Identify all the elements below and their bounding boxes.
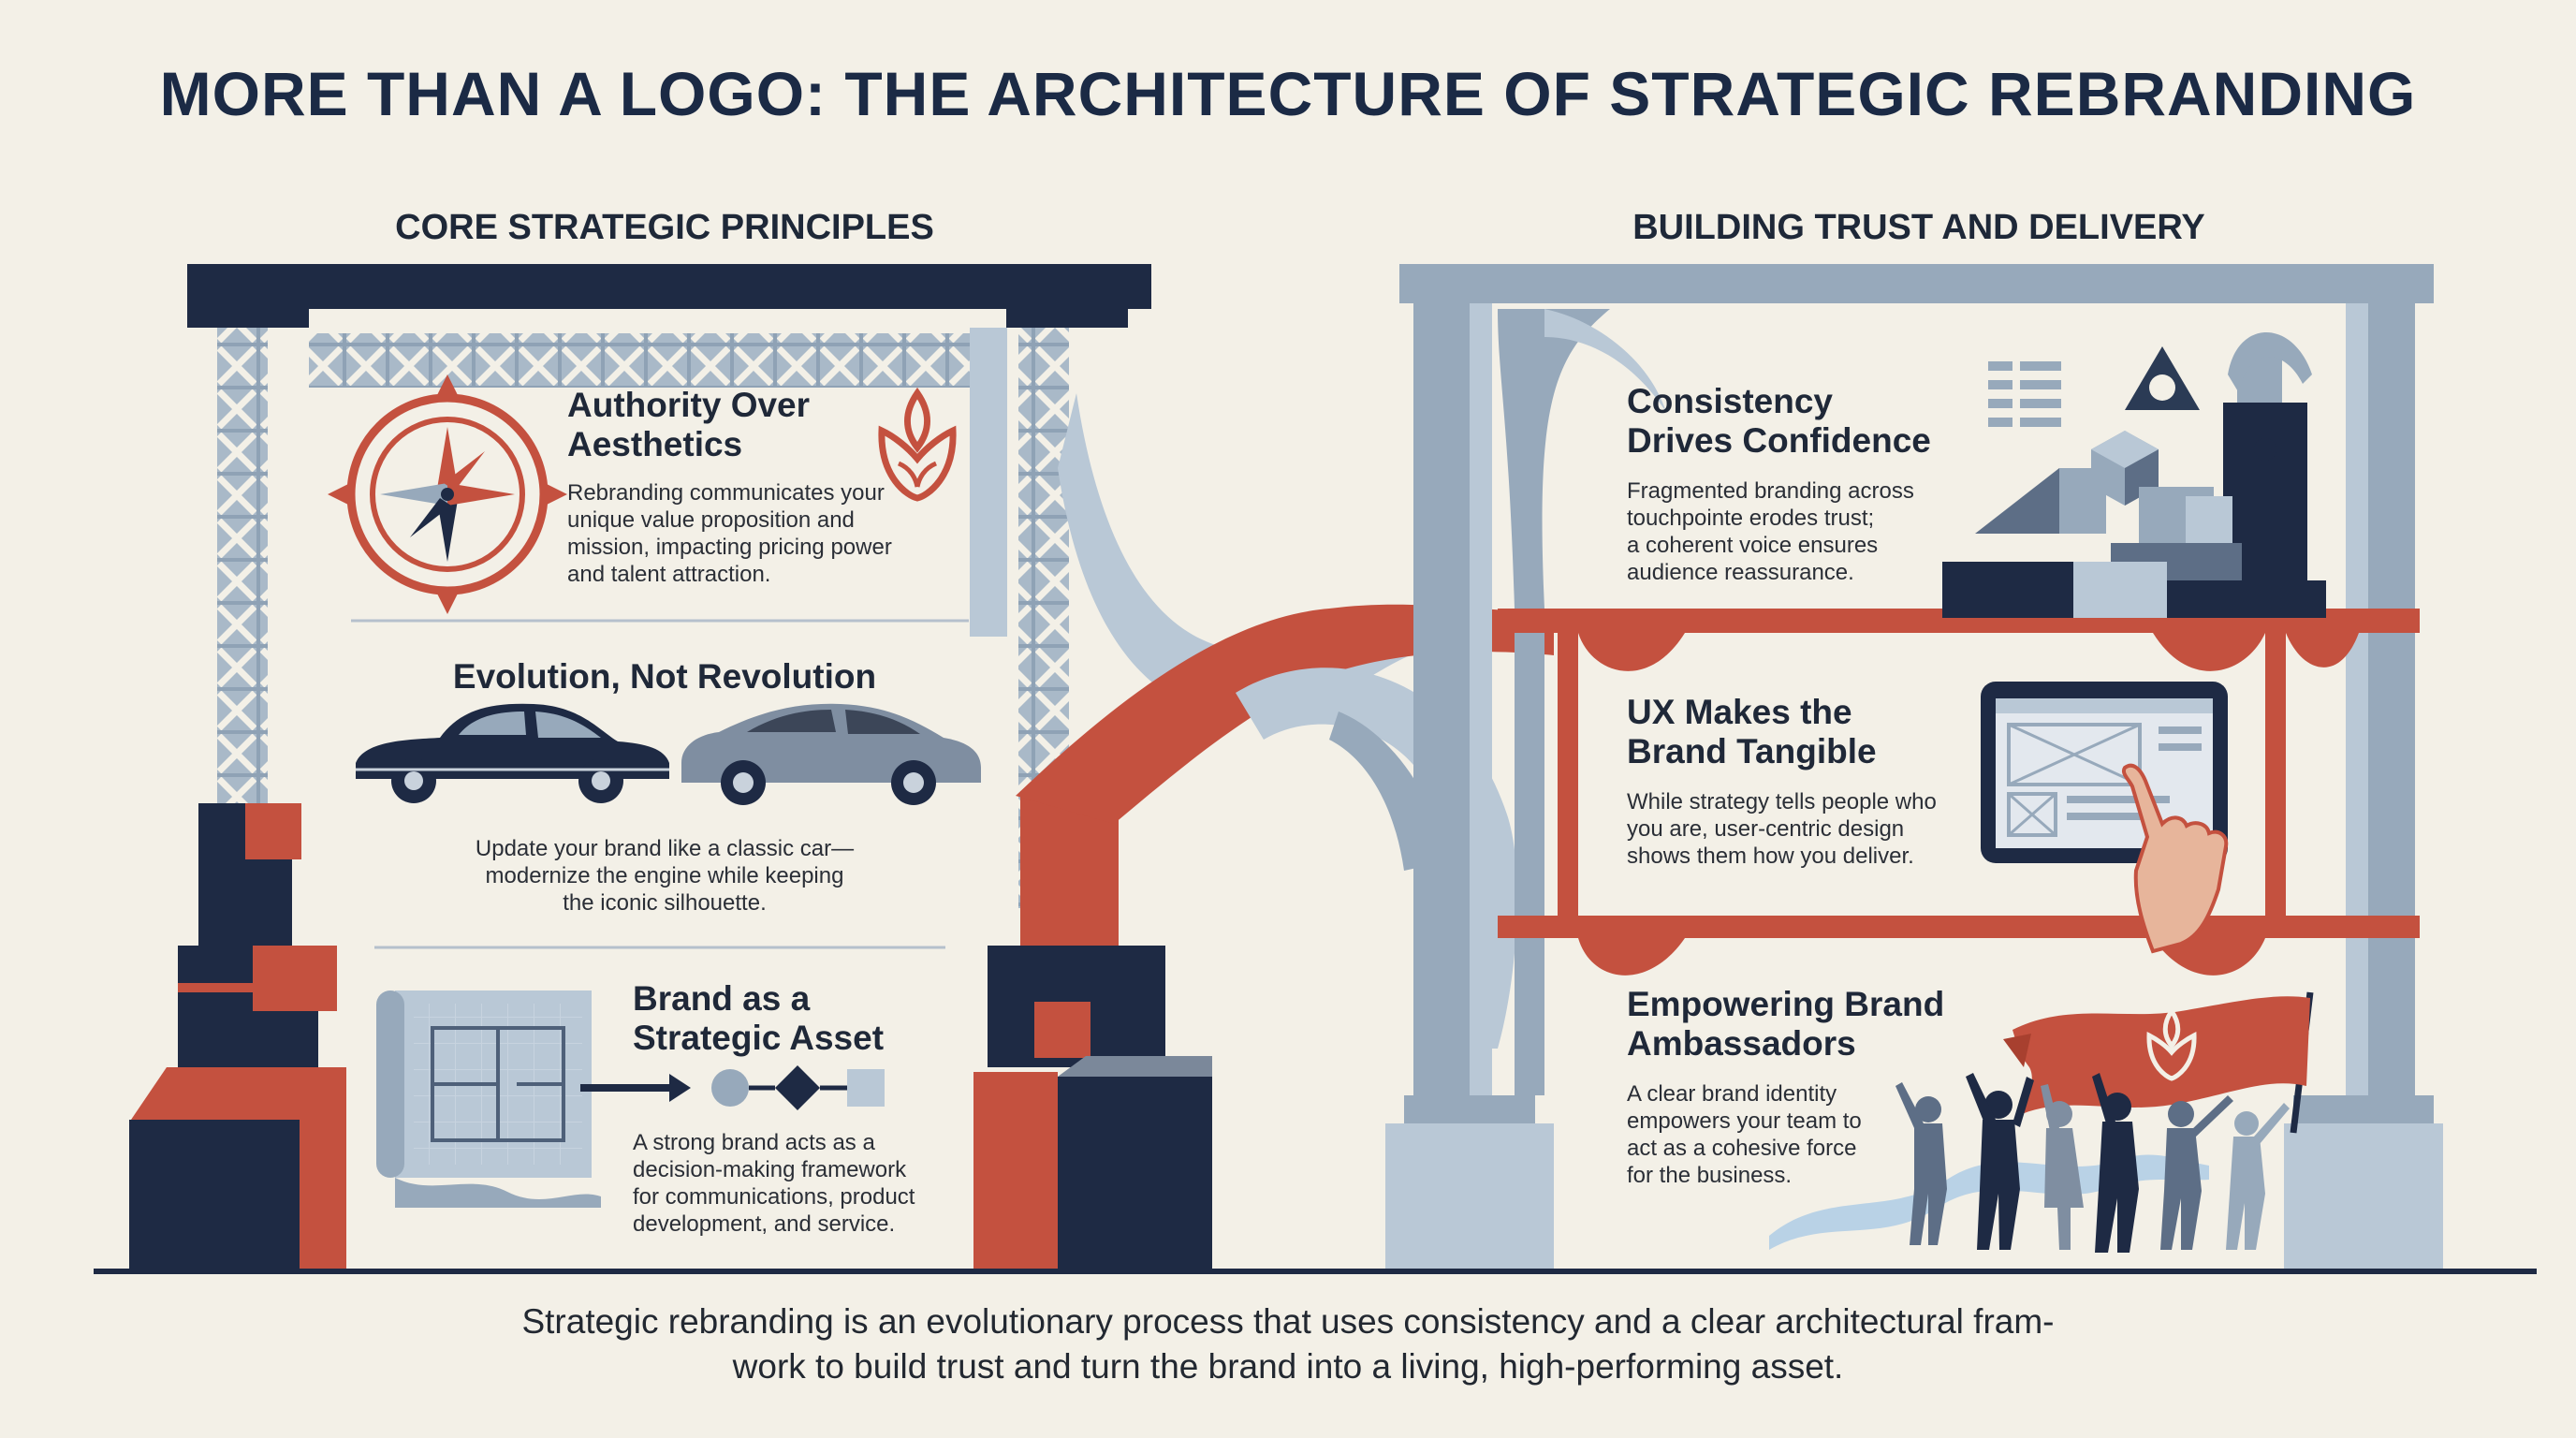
flag-icon [2003, 991, 2314, 1134]
page-title: MORE THAN A LOGO: THE ARCHITECTURE OF ST… [159, 59, 2417, 128]
classic-car-icon [356, 703, 669, 803]
footer-summary: Strategic rebranding is an evolutionary … [521, 1302, 2055, 1386]
flow-arrow-icon [580, 1065, 885, 1110]
flag-leaf-emblem-icon [2146, 1006, 2197, 1081]
trust-body: A clear brand identity empowers your tea… [1627, 1081, 1862, 1188]
blueprint-icon [376, 990, 601, 1208]
principle-authority: Authority Over Aesthetics Rebranding com… [567, 386, 960, 588]
right-section-heading: BUILDING TRUST AND DELIVERY [1632, 208, 2205, 247]
principle-evolution-title: Evolution, Not Revolution [452, 657, 877, 696]
principle-title: Brand as a Strategic Asset [633, 979, 885, 1057]
left-gantry [187, 264, 1151, 908]
principle-evolution-body: Update your brand like a classic car— mo… [475, 836, 855, 916]
trust-body: While strategy tells people who you are,… [1627, 789, 1937, 869]
tablet-icon [1981, 682, 2228, 863]
principle-asset-body: A strong brand acts as a decision-making… [633, 1130, 915, 1237]
cube-icon [1975, 431, 2159, 534]
trust-title: Consistency Drives Confidence [1627, 382, 1931, 460]
trust-ux: UX Makes the Brand Tangible While strate… [1627, 693, 2001, 870]
trust-consistency: Consistency Drives Confidence Fragmented… [1627, 382, 2001, 586]
layout-icon [1988, 361, 2061, 427]
trust-title: UX Makes the Brand Tangible [1627, 693, 1877, 770]
center-block-stack [973, 791, 1212, 1269]
pointing-hand-icon [2122, 763, 2229, 954]
compass-icon [328, 374, 567, 614]
left-section-heading: CORE STRATEGIC PRINCIPLES [395, 208, 934, 247]
principle-body: Rebranding communicates your unique valu… [567, 480, 892, 587]
left-block-stack [129, 803, 346, 1269]
principle-asset: Brand as a Strategic Asset [633, 979, 970, 1058]
trust-ambassadors: Empowering Brand Ambassadors A clear bra… [1627, 985, 2001, 1189]
principle-title: Authority Over Aesthetics [567, 386, 811, 463]
puzzle-blocks-icon [1942, 403, 2326, 618]
triangle-icon [2125, 346, 2200, 410]
team-people-icon [1769, 1073, 2290, 1253]
trust-body: Fragmented branding across touchpointe e… [1627, 478, 1914, 585]
modern-car-icon [681, 703, 981, 805]
right-framework [1385, 264, 2443, 1269]
trust-title: Empowering Brand Ambassadors [1627, 985, 1945, 1063]
leaf-emblem-icon [878, 387, 957, 502]
